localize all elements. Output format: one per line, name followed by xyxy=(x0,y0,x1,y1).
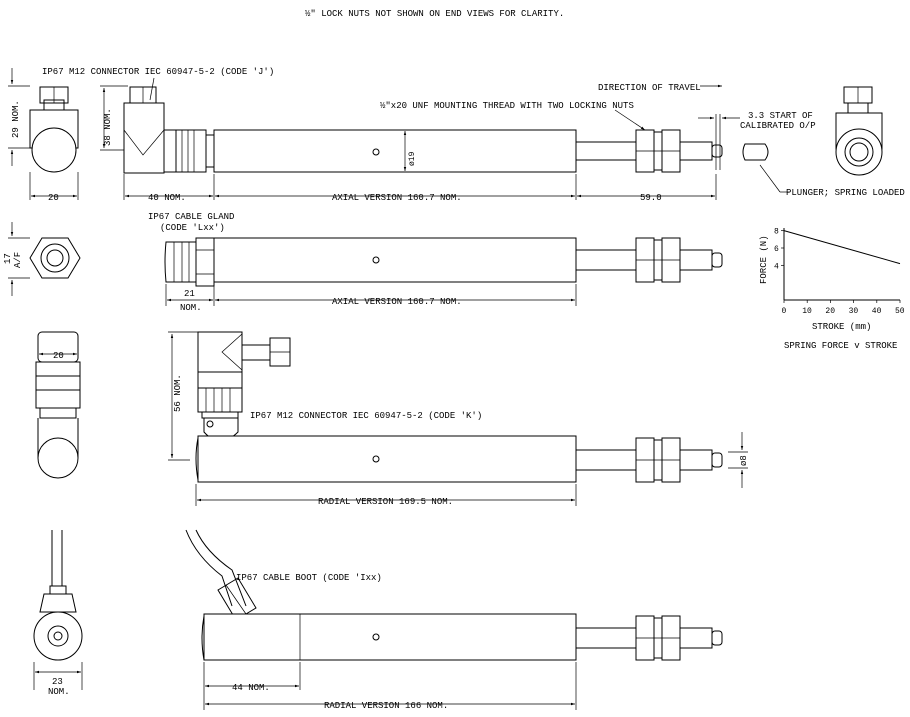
plunger-detail: PLUNGER; SPRING LOADED xyxy=(742,143,905,198)
dim-8-label: ø8 xyxy=(739,455,749,466)
dim-44-label: 44 NOM. xyxy=(232,683,270,693)
dim-20a: 20 xyxy=(29,172,79,203)
chart-ylabel: FORCE (N) xyxy=(759,235,769,284)
chart-x-tick-label: 40 xyxy=(872,307,882,316)
end-view-connector-j xyxy=(29,86,79,173)
dim-20b: 20 xyxy=(39,351,77,361)
dim-radial-1-label: RADIAL VERSION 169.5 NOM. xyxy=(318,497,453,507)
label-cable-gland-1: IP67 CABLE GLAND xyxy=(148,212,234,222)
start-calibrated-2: CALIBRATED O/P xyxy=(740,121,816,131)
dim-17-label: 17 xyxy=(3,253,13,264)
dim-59: 59.0 xyxy=(577,174,717,203)
chart-x-tick-label: 10 xyxy=(802,307,812,316)
dim-23-label: 23 xyxy=(52,677,63,687)
chart-x-tick-label: 20 xyxy=(825,307,835,316)
dim-21-label: 21 xyxy=(184,289,195,299)
cable-boot xyxy=(185,529,257,621)
dim-40: 40 NOM. xyxy=(123,174,215,203)
end-view-hex xyxy=(29,237,81,279)
dim-axial-2: AXIAL VERSION 160.7 NOM. xyxy=(215,284,577,307)
chart-series-line xyxy=(783,230,901,265)
chart-x-ticks: 0 10 20 30 40 50 xyxy=(782,300,905,316)
dim-3-3: 3.3 START OF CALIBRATED O/P xyxy=(698,111,816,170)
dim-21: 21 NOM. xyxy=(165,284,215,313)
spring-force-chart: 8 6 4 0 10 20 30 40 50 FORCE (N) STROKE (mm) SP… xyxy=(759,228,905,351)
label-direction-of-travel: DIRECTION OF TRAVEL xyxy=(598,83,701,93)
chart-x-tick-label: 30 xyxy=(849,307,859,316)
dim-29-label: 29 NOM. xyxy=(11,100,21,138)
dim-20b-label: 20 xyxy=(53,351,64,361)
start-calibrated-1: 3.3 START OF xyxy=(748,111,813,121)
connector-j-housing xyxy=(123,86,215,174)
chart-series xyxy=(783,230,901,265)
cable-gland xyxy=(164,237,215,287)
sensor-body-3 xyxy=(195,435,723,483)
label-cable-gland-2: (CODE 'Lxx') xyxy=(160,223,225,233)
dim-radial-2: RADIAL VERSION 166 NOM. xyxy=(205,662,577,711)
label-m12-connector-j: IP67 M12 CONNECTOR IEC 60947-5-2 (CODE '… xyxy=(42,67,274,77)
dim-23: 23 NOM. xyxy=(33,662,83,697)
label-m12-connector-k: IP67 M12 CONNECTOR IEC 60947-5-2 (CODE '… xyxy=(250,411,482,421)
dim-19-label: ø19 xyxy=(408,151,417,166)
dim-axial-1-label: AXIAL VERSION 160.7 NOM. xyxy=(332,193,462,203)
chart-y-tick-label: 6 xyxy=(774,245,779,254)
label-plunger: PLUNGER; SPRING LOADED xyxy=(786,188,905,198)
chart-y-tick-label: 8 xyxy=(774,228,779,237)
header-note: ½" LOCK NUTS NOT SHOWN ON END VIEWS FOR … xyxy=(305,9,564,19)
dim-44: 44 NOM. xyxy=(203,662,301,710)
dim-56-label: 56 NOM. xyxy=(173,374,183,412)
end-view-radial xyxy=(35,331,81,479)
dim-40-label: 40 NOM. xyxy=(148,193,186,203)
dim-29: 29 NOM. xyxy=(8,68,30,166)
end-view-boot xyxy=(33,530,83,661)
sensor-body-1 xyxy=(213,129,723,173)
chart-x-tick-label: 50 xyxy=(895,307,905,316)
label-cable-boot: IP67 CABLE BOOT (CODE 'Ixx) xyxy=(236,573,382,583)
dim-af-label: A/F xyxy=(13,252,23,268)
chart-x-tick-label: 0 xyxy=(782,307,787,316)
sensor-body-4 xyxy=(201,613,723,661)
dim-axial-2-label: AXIAL VERSION 160.7 NOM. xyxy=(332,297,462,307)
chart-y-ticks: 8 6 4 xyxy=(774,228,784,271)
dim-radial-1: RADIAL VERSION 169.5 NOM. xyxy=(195,484,577,507)
dim-diameter-19: ø19 xyxy=(403,131,417,171)
connector-k xyxy=(197,331,291,442)
chart-y-tick-label: 4 xyxy=(774,262,779,271)
dim-59-label: 59.0 xyxy=(640,193,662,203)
end-view-right xyxy=(835,86,883,176)
dim-17: 17 A/F xyxy=(3,222,30,296)
dim-38: 38 NOM. xyxy=(100,85,128,151)
dim-diameter-8: ø8 xyxy=(728,432,749,488)
dim-56: 56 NOM. xyxy=(168,331,198,461)
dim-21-nom: NOM. xyxy=(180,303,202,313)
chart-title: SPRING FORCE v STROKE xyxy=(784,341,897,351)
label-mounting-thread: ½"x20 UNF MOUNTING THREAD WITH TWO LOCKI… xyxy=(380,101,634,111)
chart-xlabel: STROKE (mm) xyxy=(812,322,871,332)
dim-axial-1: AXIAL VERSION 160.7 NOM. xyxy=(215,174,577,203)
dim-radial-2-label: RADIAL VERSION 166 NOM. xyxy=(324,701,448,711)
dim-38-label: 38 NOM. xyxy=(103,108,113,146)
dim-23-nom: NOM. xyxy=(48,687,70,697)
dim-20a-label: 20 xyxy=(48,193,59,203)
sensor-body-2 xyxy=(213,237,723,283)
